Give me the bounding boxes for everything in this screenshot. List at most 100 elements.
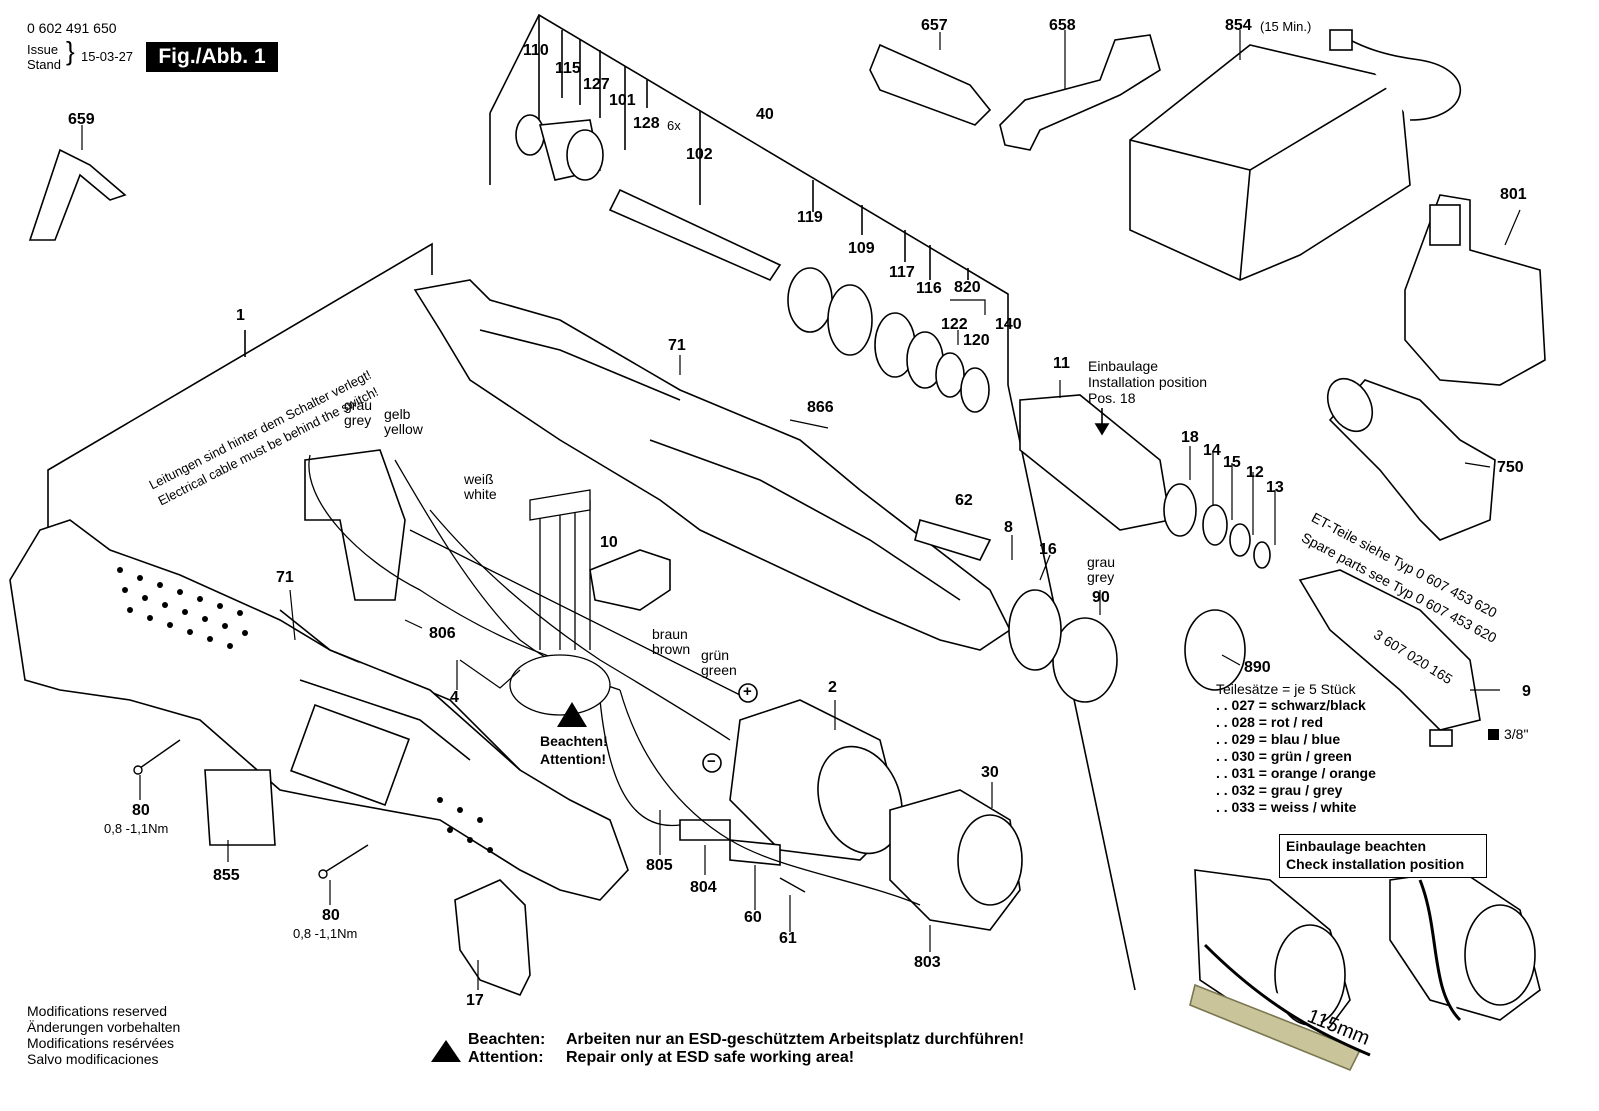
- part-16: 16: [1039, 541, 1057, 558]
- issue-label: Issue: [27, 42, 59, 57]
- part-804: 804: [690, 879, 717, 896]
- drive-size-label: 3/8": [1504, 726, 1529, 742]
- mods-line: Modifications resérvées: [27, 1035, 175, 1051]
- wire-yellow-label: yellow: [384, 421, 423, 437]
- figure-label: Fig./Abb. 1: [146, 42, 278, 72]
- stand-label: Stand: [27, 57, 61, 72]
- part-140: 140: [995, 316, 1022, 333]
- group-1-bracket: [47, 242, 433, 548]
- part-120: 120: [963, 332, 990, 349]
- battery-drawing: [1404, 194, 1546, 386]
- part-801: 801: [1500, 186, 1527, 203]
- part-sets-title: Teilesätze = je 5 Stück: [1216, 681, 1356, 697]
- spindle-drawing: [515, 114, 990, 413]
- angle-head-9-drawing: [1298, 569, 1481, 747]
- part-122: 122: [941, 316, 968, 333]
- part-15: 15: [1223, 454, 1241, 471]
- small-parts-drawing: [28, 34, 1161, 997]
- mods-line: Änderungen vorbehalten: [27, 1019, 181, 1035]
- part-117: 117: [889, 264, 915, 281]
- check-de-label: Einbaulage beachten: [1286, 838, 1427, 854]
- part-890: 890: [1244, 659, 1271, 676]
- part-set-item: . . 028 = rot / red: [1216, 714, 1323, 730]
- part-71-top: 71: [668, 337, 686, 354]
- part-30: 30: [981, 764, 999, 781]
- part-116: 116: [916, 280, 942, 297]
- part-12: 12: [1246, 464, 1264, 481]
- installation-position-label: Installation position: [1088, 374, 1208, 390]
- part-17: 17: [466, 992, 484, 1009]
- part-1: 1: [236, 307, 245, 324]
- part-102: 102: [686, 146, 713, 163]
- screws-drawing: [133, 739, 806, 893]
- wire-grau2-label: grau: [1087, 554, 1116, 570]
- wire-braun-label: braun: [652, 626, 688, 642]
- part-80-left: 80: [132, 802, 150, 819]
- part-18: 18: [1181, 429, 1199, 446]
- part-80-mid: 80: [322, 907, 340, 924]
- part-14: 14: [1203, 442, 1221, 459]
- part-128: 128: [633, 115, 660, 132]
- motor-drawing: [729, 699, 1023, 931]
- part-90: 90: [1092, 589, 1110, 606]
- leader-lines: [81, 30, 1521, 990]
- part-854-note: (15 Min.): [1260, 19, 1312, 34]
- position-arrow-icon: [1094, 408, 1110, 436]
- part-set-item: . . 029 = blau / blue: [1216, 731, 1341, 747]
- pos-18-label: Pos. 18: [1088, 390, 1136, 406]
- issue-brace: }: [66, 36, 75, 66]
- part-110: 110: [523, 42, 549, 59]
- torque-mid: 0,8 -1,1Nm: [293, 926, 358, 941]
- esd-en-text: Repair only at ESD safe working area!: [566, 1049, 855, 1066]
- part-2: 2: [828, 679, 837, 696]
- part-11: 11: [1053, 355, 1070, 372]
- part-40: 40: [756, 106, 774, 123]
- part-62: 62: [955, 492, 973, 509]
- issue-date: 15-03-27: [81, 49, 134, 64]
- part-115: 115: [555, 60, 581, 77]
- part-658: 658: [1049, 17, 1076, 34]
- minus-terminal-icon: [702, 753, 722, 773]
- torque-left: 0,8 -1,1Nm: [104, 821, 169, 836]
- part-set-item: . . 030 = grün / green: [1216, 748, 1352, 764]
- housing-shell-drawing: [9, 519, 629, 901]
- mods-line: Salvo modificaciones: [27, 1051, 159, 1067]
- part-61: 61: [779, 930, 797, 947]
- minus-sign: −: [707, 753, 716, 770]
- wire-gelb-label: gelb: [384, 406, 411, 422]
- wire-brown-label: brown: [652, 641, 691, 657]
- part-60: 60: [744, 909, 762, 926]
- part-127: 127: [583, 76, 610, 93]
- grip-dots: [117, 567, 493, 853]
- part-805: 805: [646, 857, 673, 874]
- part-set-item: . . 032 = grau / grey: [1216, 782, 1343, 798]
- part-number: 0 602 491 650: [27, 20, 117, 36]
- wire-grau-label: grau: [344, 397, 373, 413]
- wire-grey-label: grey: [344, 412, 372, 428]
- drive-square-icon: [1488, 729, 1499, 740]
- angle-head-750-drawing: [1326, 377, 1496, 541]
- charger-drawing: [1129, 29, 1461, 281]
- part-set-item: . . 031 = orange / orange: [1216, 765, 1376, 781]
- part-119: 119: [797, 209, 823, 226]
- part-806: 806: [429, 625, 456, 642]
- esd-en-label: Attention:: [468, 1049, 544, 1066]
- einbaulage-label: Einbaulage: [1088, 358, 1159, 374]
- inset-detail-drawing: [1189, 869, 1541, 1072]
- esd-de-text: Arbeiten nur an ESD-geschütztem Arbeitsp…: [566, 1031, 1025, 1048]
- esd-de-label: Beachten:: [468, 1031, 546, 1048]
- housing-upper-drawing: [413, 279, 1012, 651]
- mods-line: Modifications reserved: [27, 1003, 168, 1019]
- plus-terminal-icon: [738, 683, 758, 703]
- wire-harness: [308, 454, 921, 906]
- part-109: 109: [848, 240, 875, 257]
- part-9: 9: [1522, 683, 1531, 700]
- part-866: 866: [807, 399, 834, 416]
- part-set-item: . . 027 = schwarz/black: [1216, 697, 1366, 713]
- wire-weiss-label: weiß: [464, 471, 494, 487]
- part-750: 750: [1497, 459, 1524, 476]
- esd-footer-warning-icon: [431, 1040, 461, 1062]
- esd-warning-icon: [557, 702, 587, 727]
- part-10: 10: [600, 534, 618, 551]
